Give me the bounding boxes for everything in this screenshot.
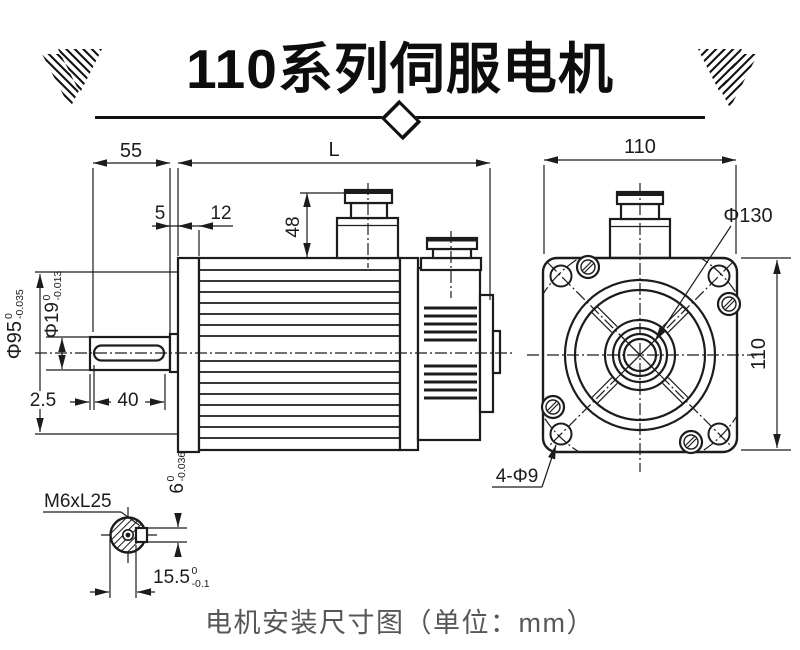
dim-keyway-width-value: 6 [167, 483, 188, 494]
dim-pilot-diameter-tol-upper: 0 [3, 313, 15, 319]
assembly-screws [540, 254, 742, 455]
rear-tab [491, 329, 502, 375]
hub-circle-3 [617, 332, 663, 378]
dim-keyway-width-tol-lower: -0.036 [176, 452, 188, 482]
dim-pilot-diameter-value: Φ95 [4, 321, 26, 359]
dim-shaft-diameter-tol-lower: -0.013 [52, 271, 64, 301]
dim-flange-width: 110 [624, 136, 656, 158]
dim-shaft-diameter-value: Φ19 [42, 302, 63, 338]
dim-bolt-circle: Φ130 [723, 205, 772, 227]
mounting-holes-leader [541, 444, 557, 488]
dim-shaft-diameter: Φ19 0 -0.013 [41, 271, 64, 339]
hub-ribs [591, 306, 689, 404]
hub-circle-1 [603, 318, 677, 392]
shaft-bore-circle [622, 337, 658, 373]
dim-flange-height-value: 110 [748, 338, 770, 370]
motor-body [197, 256, 402, 452]
dim-pilot-diameter-tol-lower: -0.035 [14, 289, 26, 319]
shaft-end-view: M6xL25 6 0 -0.036 15.5 0 -0.1 [43, 452, 210, 598]
dim-keyway-flat-tol-upper: 0 [192, 565, 198, 577]
page-title: 110系列伺服电机 [186, 38, 614, 100]
dim-keyway-width-tol-upper: 0 [165, 476, 177, 482]
side-view: 55 L 5 12 48 Φ95 0 -0.035 Φ19 0 [3, 139, 515, 454]
screw-icon [678, 429, 704, 455]
dim-keyway-flat-value: 15.5 [153, 567, 190, 588]
screw-icon [716, 291, 742, 317]
bolt-circle-leader [654, 225, 732, 342]
dim-keyway-flat-tol-lower: -0.1 [192, 578, 210, 590]
mounting-flange-side [176, 256, 201, 454]
rear-ring [398, 256, 420, 452]
label-tap-spec: M6xL25 [44, 491, 112, 512]
dim-keyway-width: 6 0 -0.036 [165, 452, 188, 494]
hub-circle-2 [611, 326, 669, 384]
front-view: 110 110 Φ130 4-Φ9 [492, 136, 791, 488]
drawing-caption: 电机安装尺寸图（单位：mm） [205, 608, 595, 638]
dim-keyway-flat: 15.5 0 -0.1 [153, 565, 210, 590]
rear-fins [424, 306, 477, 400]
screw-icon [575, 254, 601, 280]
screw-icon [540, 394, 566, 420]
dim-body-length: L [328, 139, 339, 161]
cooling-ribs [200, 269, 399, 439]
dim-connector-height-value: 48 [283, 216, 304, 237]
dim-shaft-diameter-tol-upper: 0 [41, 295, 53, 301]
dim-pilot-depth: 5 [155, 203, 166, 224]
hub-cross-2 [618, 333, 662, 377]
dim-shaft-extension: 55 [120, 140, 142, 162]
dim-keyway-offset: 2.5 [30, 390, 56, 411]
dim-mounting-holes: 4-Φ9 [496, 466, 539, 487]
dim-connector-height: 48 [283, 216, 304, 237]
dim-keyway-length: 40 [117, 390, 138, 411]
dim-flange-height: 110 [748, 338, 770, 370]
rear-housing [416, 266, 482, 442]
dim-pilot-diameter: Φ95 0 -0.035 [3, 289, 26, 359]
dim-flange-thickness: 12 [210, 203, 231, 224]
keyway-section [134, 526, 149, 544]
